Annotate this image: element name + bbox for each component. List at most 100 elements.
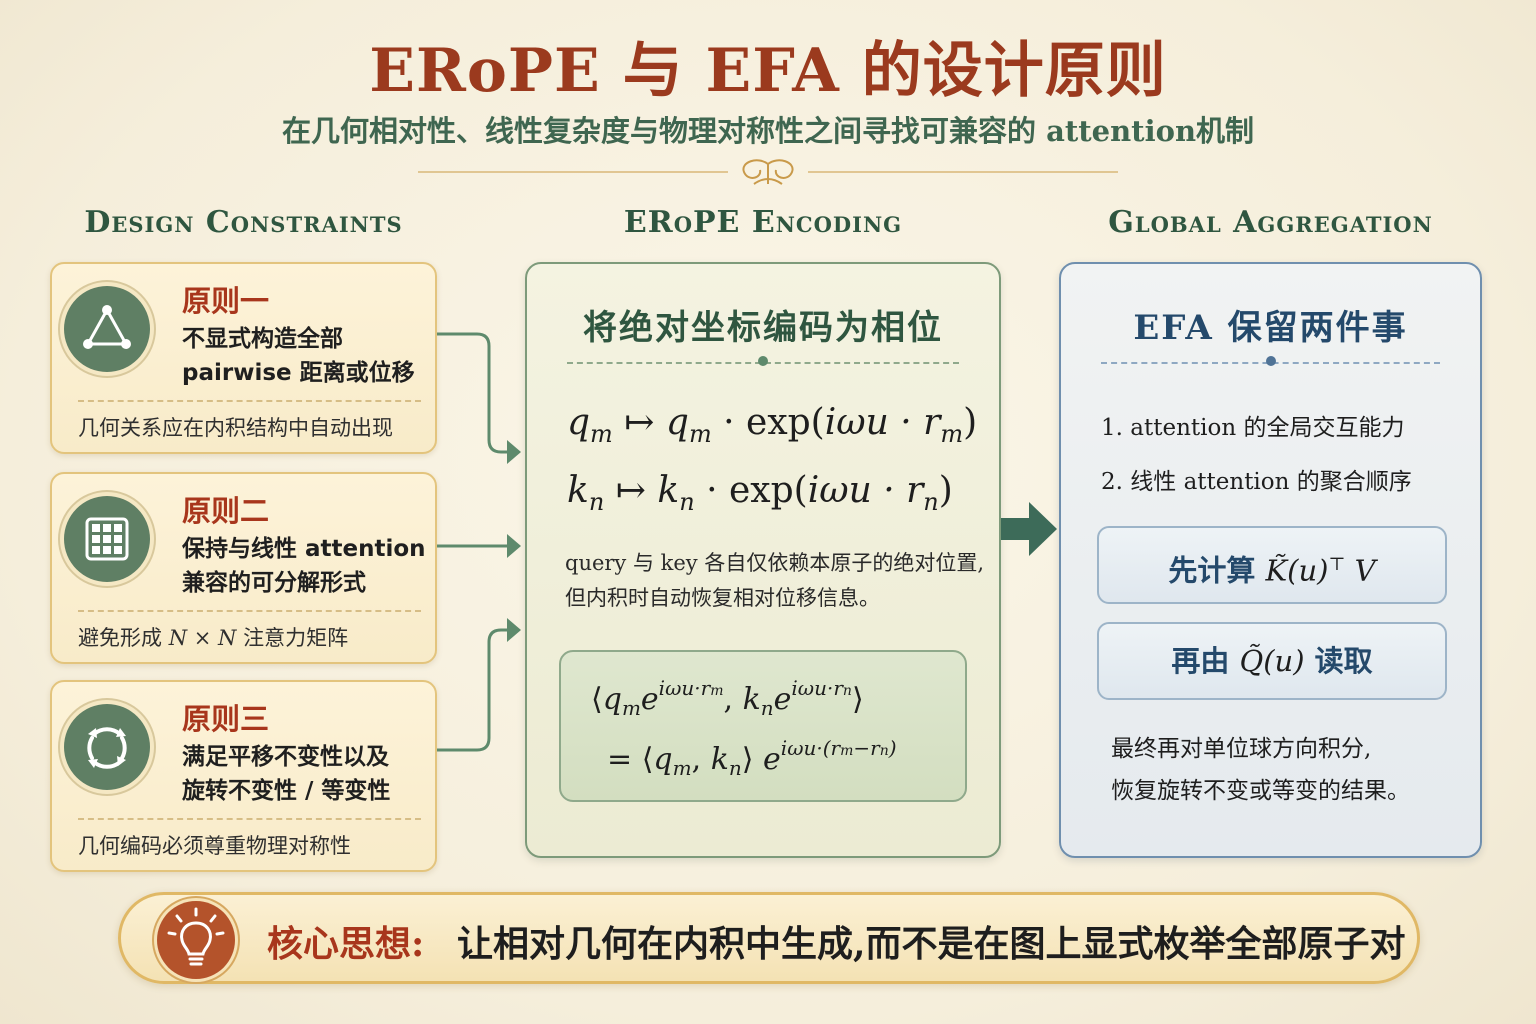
principle-title: 原则三 [182, 702, 270, 736]
math-sup-body: iωu·(r [780, 736, 841, 760]
principle-card-2: 原则二 保持与线性 attention 兼容的可分解形式 避免形成 N × N … [50, 472, 437, 664]
math-q: q [665, 402, 689, 443]
efa-conclusion-line1: 最终再对单位球方向积分, [1111, 736, 1372, 762]
math-sub: n [588, 488, 605, 516]
principle-card-3: 原则三 满足平移不变性以及 旋转不变性 / 等变性 几何编码必须尊重物理对称性 [50, 680, 437, 872]
column-header-global-aggregation: Global Aggregation [1108, 205, 1433, 240]
efa-panel-title: EFA 保留两件事 [1133, 308, 1408, 348]
principle-title: 原则一 [182, 284, 270, 318]
column-header-erope-encoding: ERoPE Encoding [623, 205, 903, 240]
math-sub: m [672, 756, 692, 780]
math-langle: ⟨ [641, 742, 654, 777]
separator-dot [1265, 356, 1276, 366]
math-e: e [640, 682, 659, 717]
math-sub: n [760, 696, 774, 720]
query-readout-box: 再由 Q̃(u) 读取 [1097, 622, 1447, 700]
separator-dot [758, 356, 768, 366]
math-exp-body: iωu · r [807, 470, 924, 511]
efa-item-1: 1. attention 的全局交互能力 [1101, 415, 1405, 441]
note-math-n-by-n: N × N [168, 626, 237, 650]
principle-note: 几何关系应在内积结构中自动出现 [78, 416, 393, 440]
math-sup: iωu·rm [659, 676, 724, 700]
page-subtitle: 在几何相对性、线性复杂度与物理对称性之间寻找可兼容的 attention机制 [281, 114, 1255, 148]
principle-desc-line2: pairwise 距离或位移 [182, 360, 415, 386]
math-comma: , [691, 742, 702, 777]
math-q: q [602, 682, 622, 717]
math-sup-body: iωu·r [791, 676, 843, 700]
maps-to-arrow: ↦ [624, 402, 655, 443]
lightbulb-icon [157, 901, 235, 979]
math-sup-sub: m [840, 743, 854, 759]
math-k: k [567, 470, 589, 511]
math-exp-body: iωu · r [824, 402, 941, 443]
math-sup-sub: n [879, 743, 889, 759]
connector-arrows-left [437, 332, 521, 752]
math-comma: , [723, 682, 734, 717]
dashed-separator [78, 400, 421, 402]
column-header-design-constraints: Design Constraints [84, 205, 403, 240]
principle-desc-line2: 旋转不变性 / 等变性 [182, 778, 391, 804]
math-paren: ) [938, 470, 953, 511]
grid-icon [64, 496, 150, 582]
math-sup: iωu·rn [791, 676, 852, 700]
math-exp: · exp( [711, 402, 825, 443]
math-sup-body: ) [888, 736, 897, 760]
math-sub: m [688, 420, 712, 448]
maps-to-arrow: ↦ [615, 470, 646, 511]
box-label: 再由 [1171, 644, 1240, 678]
principle-desc-line2: 兼容的可分解形式 [182, 570, 366, 596]
box-label: 读取 [1304, 644, 1373, 678]
box-label: 先计算 [1168, 553, 1266, 588]
erope-note-line2: 但内积时自动恢复相对位移信息。 [565, 586, 880, 610]
principle-description: 不显式构造全部 pairwise 距离或位移 [182, 322, 432, 390]
erope-query-equation: qm ↦ qm · exp(iωu · rm) [567, 402, 977, 448]
math-sub: m [940, 420, 964, 448]
math-sup-sub: m [710, 683, 724, 699]
math-sup-body: iωu·r [658, 676, 711, 700]
inner-product-identity-box: ⟨qmeiωu·rm, kneiωu·rn⟩ = ⟨qm, kn⟩ eiωu·(… [559, 650, 967, 802]
compute-key-value-box: 先计算 K̃(u)⊤ V [1097, 526, 1447, 604]
core-idea-banner: 核心思想: 让相对几何在内积中生成,而不是在图上显式枚举全部原子对 [118, 892, 1420, 984]
note-suffix: 注意力矩阵 [236, 626, 349, 650]
efa-conclusion: 最终再对单位球方向积分, 恢复旋转不变或等变的结果。 [1111, 728, 1471, 812]
core-idea-text: 让相对几何在内积中生成,而不是在图上显式枚举全部原子对 [457, 923, 1406, 965]
math-q: q [567, 402, 591, 443]
math-k: k [657, 470, 680, 511]
math-k: k [742, 682, 761, 717]
erope-panel: 将绝对坐标编码为相位 qm ↦ qm · exp(iωu · rm) kn ↦ … [525, 262, 1001, 858]
math-rangle: ⟩ [851, 682, 864, 717]
math-langle: ⟨ [591, 682, 603, 717]
erope-key-equation: kn ↦ kn · exp(iωu · rn) [567, 470, 953, 516]
connector-arrow-right [1001, 502, 1057, 556]
math-sub: n [923, 488, 939, 516]
math-k: k [710, 742, 729, 777]
math-equals: = [607, 742, 633, 777]
principle-desc-line1: 不显式构造全部 [182, 326, 343, 352]
math-sup: iωu·(rm−rn) [781, 736, 897, 760]
math-e: e [773, 682, 792, 717]
math-q: q [653, 742, 673, 777]
math-v: V [1345, 553, 1376, 588]
principle-description: 满足平移不变性以及 旋转不变性 / 等变性 [182, 740, 432, 808]
erope-explanation: query 与 key 各自仅依赖本原子的绝对位置, 但内积时自动恢复相对位移信… [565, 546, 985, 616]
principle-card-1: 原则一 不显式构造全部 pairwise 距离或位移 几何关系应在内积结构中自动… [50, 262, 437, 454]
math-k-tilde: K̃(u) [1265, 553, 1329, 588]
principle-note: 避免形成 N × N 注意力矩阵 [78, 622, 348, 652]
note-prefix: 避免形成 [78, 626, 169, 650]
math-transpose: ⊤ [1328, 554, 1346, 575]
triangle-nodes-icon [64, 286, 150, 372]
identity-line2: = ⟨qm, kn⟩ eiωu·(rm−rn) [607, 736, 897, 780]
principle-desc-line1: 满足平移不变性以及 [182, 744, 389, 770]
dashed-separator [78, 818, 421, 820]
erope-panel-title: 将绝对坐标编码为相位 [583, 308, 943, 348]
principle-title: 原则二 [182, 494, 270, 528]
identity-line1: ⟨qmeiωu·rm, kneiωu·rn⟩ [591, 676, 864, 720]
dashed-separator [78, 610, 421, 612]
math-sub: m [590, 420, 613, 448]
principle-desc-line1: 保持与线性 attention [182, 536, 426, 562]
efa-panel: EFA 保留两件事 1. attention 的全局交互能力 2. 线性 att… [1059, 262, 1482, 858]
ornament-divider [418, 159, 1118, 185]
cycle-arrows-icon [64, 704, 150, 790]
math-sup-sub: n [842, 683, 852, 699]
math-sub: m [621, 696, 641, 720]
